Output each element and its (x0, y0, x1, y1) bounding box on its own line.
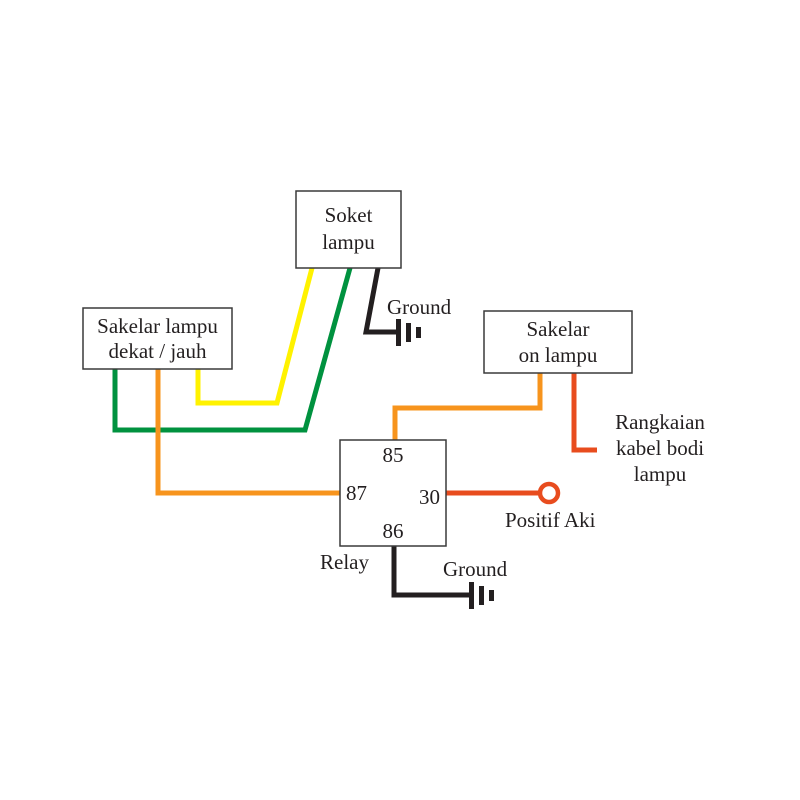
ground-symbol-icon (469, 582, 494, 609)
sakelar-on-label-line1: Sakelar (527, 317, 590, 341)
ground-label-top: Ground (387, 295, 452, 319)
rangkaian-label-line2: kabel bodi (616, 436, 704, 460)
sakelar-on-lampu-box: Sakelar on lampu (483, 310, 633, 374)
relay-pin-30: 30 (419, 485, 440, 509)
relay-pin-86: 86 (383, 519, 404, 543)
relay-box: 85 87 30 86 (339, 439, 447, 547)
ground-label-bottom: Ground (443, 557, 508, 581)
rangkaian-label-line3: lampu (634, 462, 687, 486)
positif-aki-label: Positif Aki (505, 508, 596, 532)
relay-label: Relay (320, 550, 369, 574)
yellow-wire (195, 267, 315, 406)
soket-lampu-label-line2: lampu (322, 230, 375, 254)
green-wire (112, 267, 353, 433)
soket-lampu-box: Soket lampu (295, 190, 402, 269)
sakelar-dekat-jauh-box: Sakelar lampu dekat / jauh (82, 307, 233, 370)
battery-positive-terminal-icon (537, 481, 561, 505)
relay-pin-85: 85 (383, 443, 404, 467)
rangkaian-label-line1: Rangkaian (615, 410, 705, 434)
soket-lampu-label-line1: Soket (325, 203, 373, 227)
red-wire-body (571, 373, 597, 453)
ground-symbol-icon (396, 319, 421, 346)
sakelar-on-label-line2: on lampu (519, 343, 598, 367)
orange-wire-87 (155, 369, 340, 496)
sakelar-dekat-jauh-label-line1: Sakelar lampu (97, 314, 218, 338)
orange-wire-85 (392, 373, 543, 440)
sakelar-dekat-jauh-label-line2: dekat / jauh (109, 339, 207, 363)
ground-wire-relay (391, 546, 470, 598)
relay-pin-87: 87 (346, 481, 367, 505)
ground-wire-soket (362, 267, 398, 335)
